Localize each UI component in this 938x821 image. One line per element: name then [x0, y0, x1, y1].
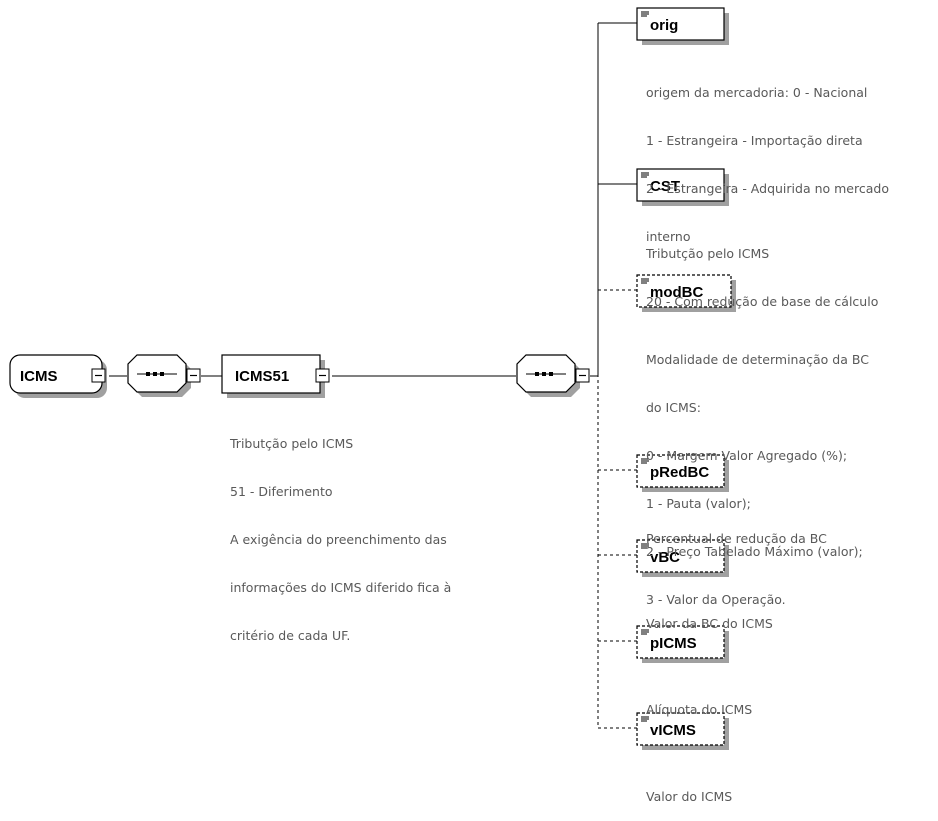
- sequence-compositor-2[interactable]: [516, 354, 590, 397]
- node-vicms[interactable]: vICMS: [636, 712, 729, 750]
- node-vbc[interactable]: vBC: [636, 539, 729, 577]
- node-modbc[interactable]: modBC: [636, 274, 736, 312]
- cst-description: Tributção pelo ICMS 20 - Com redução de …: [646, 246, 879, 309]
- connector-lines: [109, 22, 637, 729]
- vicms-description: Valor do ICMS: [646, 789, 733, 804]
- vbc-description: Valor da BC do ICMS: [646, 616, 773, 631]
- node-predbc[interactable]: pRedBC: [636, 454, 729, 492]
- collapse-icon[interactable]: [186, 368, 201, 383]
- orig-description: origem da mercadoria: 0 - Nacional 1 - E…: [646, 85, 889, 244]
- collapse-icon[interactable]: [315, 368, 330, 383]
- picms-description: Alíquota do ICMS: [646, 702, 753, 717]
- icms51-description: Tributção pelo ICMS 51 - Diferimento A e…: [230, 436, 452, 643]
- node-orig[interactable]: orig: [636, 7, 729, 45]
- element-annotation-icon: [641, 11, 649, 17]
- element-annotation-icon: [641, 716, 649, 722]
- element-annotation-icon: [641, 172, 649, 178]
- modbc-description: Modalidade de determinação da BC do ICMS…: [646, 352, 869, 607]
- node-vicms-label: vICMS: [650, 722, 696, 739]
- collapse-icon[interactable]: [575, 368, 590, 383]
- node-orig-label: orig: [650, 17, 678, 34]
- element-annotation-icon: [641, 458, 649, 464]
- node-icms51-label: ICMS51: [235, 368, 289, 385]
- node-vbc-label: vBC: [650, 549, 680, 566]
- node-modbc-label: modBC: [650, 284, 703, 301]
- element-annotation-icon: [641, 278, 649, 284]
- node-picms[interactable]: pICMS: [636, 625, 729, 663]
- element-annotation-icon: [641, 629, 649, 635]
- node-icms[interactable]: ICMS: [9, 354, 107, 398]
- node-cst-label: CST: [650, 178, 680, 195]
- node-picms-label: pICMS: [650, 635, 697, 652]
- node-predbc-label: pRedBC: [650, 464, 709, 481]
- node-icms-label: ICMS: [20, 368, 58, 385]
- schema-diagram: ICMS ICMS51 orig: [9, 7, 736, 750]
- predbc-description: Percentual de redução da BC: [646, 531, 827, 546]
- sequence-compositor-1[interactable]: [127, 354, 201, 397]
- element-annotation-icon: [641, 543, 649, 549]
- node-icms51[interactable]: ICMS51: [221, 354, 330, 398]
- node-cst[interactable]: CST: [636, 168, 729, 206]
- collapse-icon[interactable]: [91, 368, 106, 383]
